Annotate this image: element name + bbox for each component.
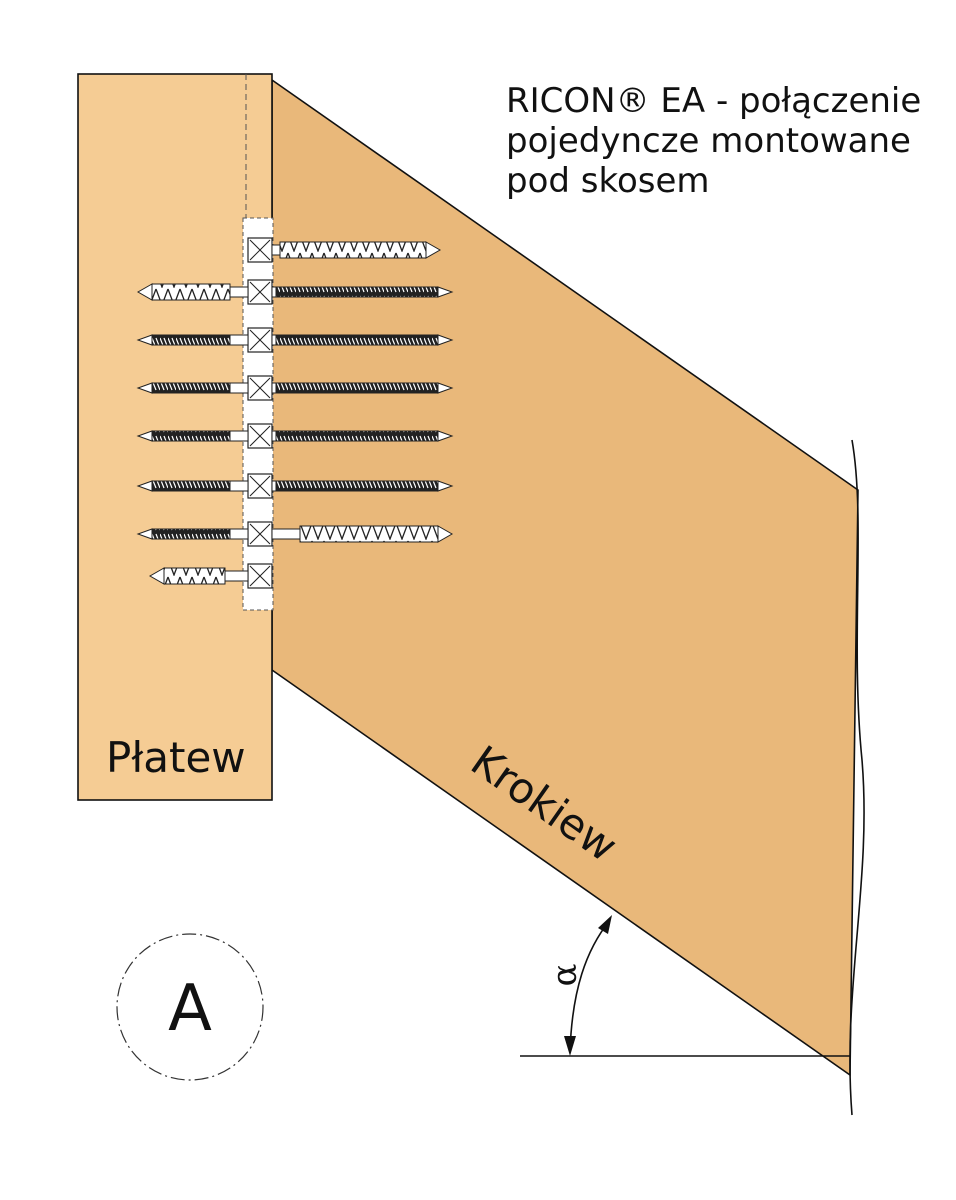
screw: [136, 521, 454, 547]
screw: [136, 279, 454, 305]
screw: [136, 327, 454, 353]
screws-group: [136, 237, 454, 589]
screw: [136, 375, 454, 401]
detail-circle: [116, 933, 264, 1081]
screw: [247, 237, 442, 263]
angle-arrow-bottom: [564, 1036, 576, 1056]
detail-label: A: [168, 972, 212, 1046]
title-line-2: pojedyncze montowane: [506, 121, 911, 161]
screw: [136, 423, 454, 449]
screw: [148, 563, 273, 589]
rafter-beam: [271, 78, 859, 1077]
angle-label: α: [545, 963, 585, 986]
title-line-1: RICON® EA - połączenie: [506, 81, 921, 121]
angle-arrow-top: [598, 915, 612, 934]
rafter-break-line: [849, 439, 865, 1116]
title-line-3: pod skosem: [506, 161, 710, 201]
connector-plate: [242, 217, 274, 611]
purlin-label: Płatew: [106, 733, 246, 782]
screw: [136, 473, 454, 499]
